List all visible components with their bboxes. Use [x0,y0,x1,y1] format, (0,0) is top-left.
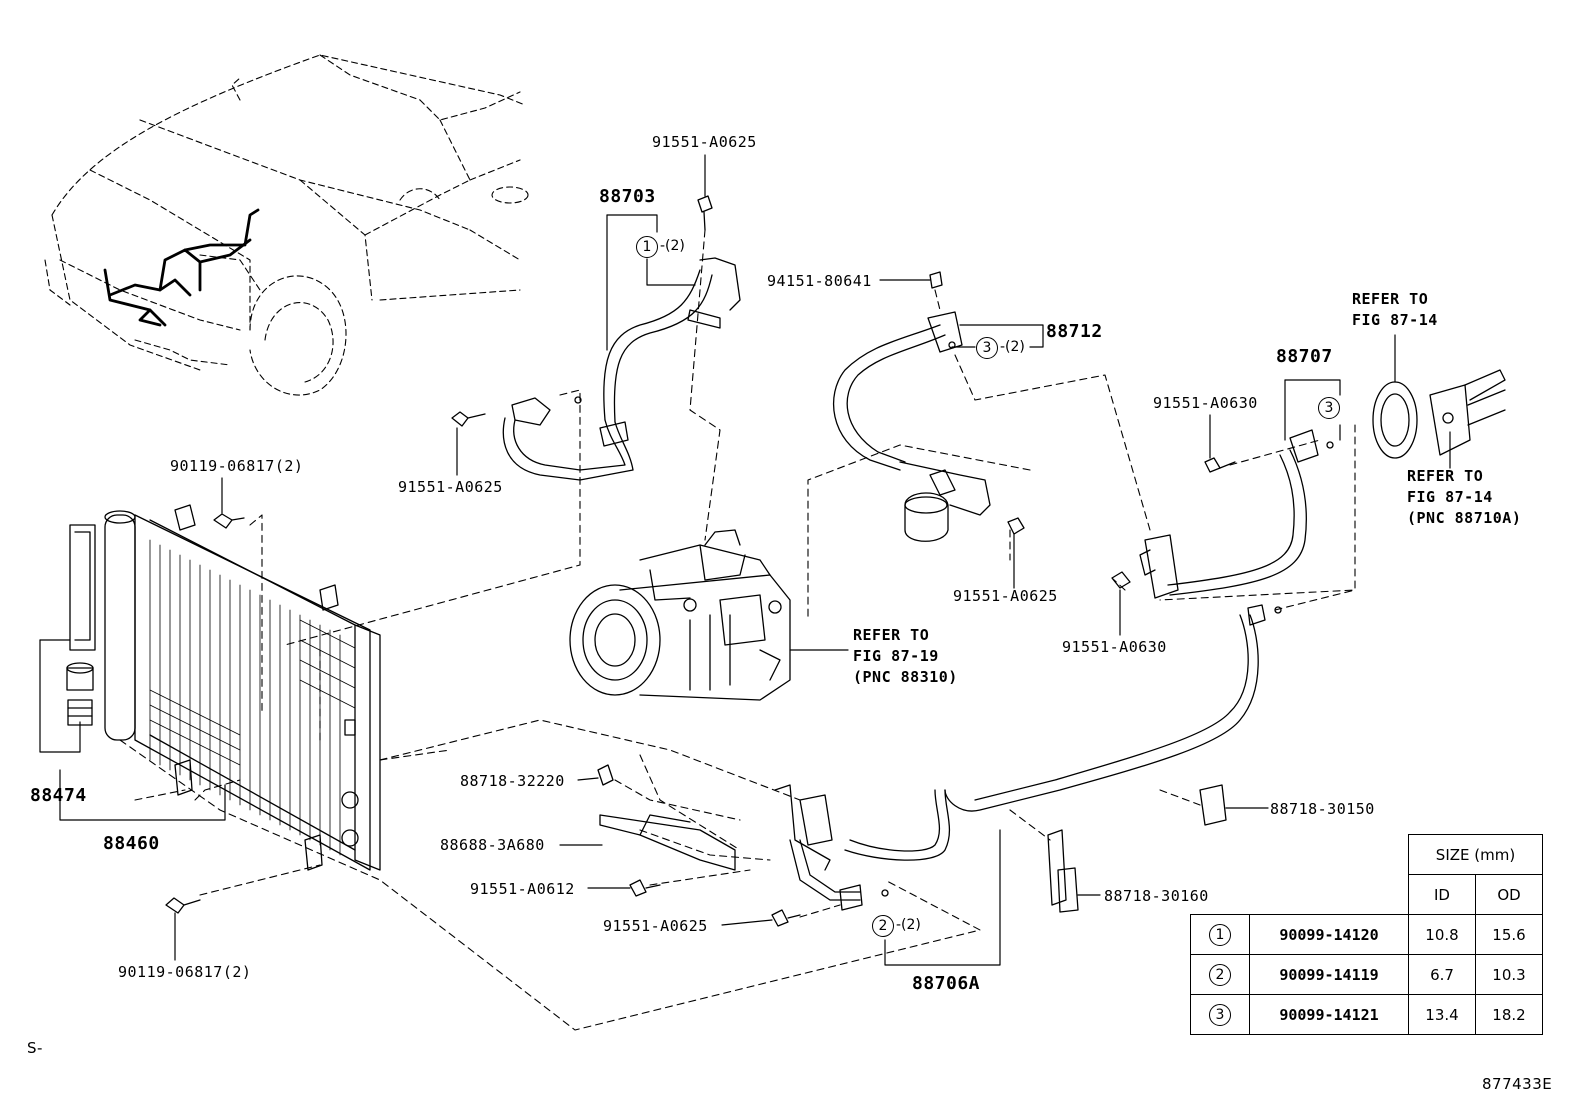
size-table-part-number[interactable]: 90099-14121 [1249,994,1409,1035]
part-label-91551-a0630-lower[interactable]: 91551-A0630 [1062,638,1167,656]
part-label-88703[interactable]: 88703 [599,186,656,207]
refer-note-compressor-line1: REFER TO [853,626,930,644]
refer-note-top-right-line2[interactable]: FIG 87-14 [1352,311,1438,329]
size-table-ref-circle: 3 [1209,1003,1231,1026]
callout-2: 2 [872,915,894,937]
refer-note-right-line3[interactable]: (PNC 88710A) [1407,509,1522,527]
part-label-88688-3a680[interactable]: 88688-3A680 [440,836,545,854]
callout-2-qty: -(2) [896,917,921,933]
part-label-88474[interactable]: 88474 [30,785,87,806]
part-label-88706a[interactable]: 88706A [912,973,981,994]
size-table-col-od: OD [1475,874,1543,915]
size-table-od-value: 15.6 [1475,914,1543,955]
part-label-88712[interactable]: 88712 [1046,321,1103,342]
part-label-91551-a0625-mid[interactable]: 91551-A0625 [953,587,1058,605]
part-label-91551-a0630-upper[interactable]: 91551-A0630 [1153,394,1258,412]
size-table-col-id: ID [1408,874,1476,915]
size-table-od-value: 18.2 [1475,994,1543,1035]
liquid-pipe-88706A [629,604,1282,927]
size-table-subheader-row: ID OD [1191,874,1543,915]
size-table-header-row: SIZE (mm) [1191,834,1543,875]
brackets [597,764,1227,913]
part-label-90119-06817-bottom[interactable]: 90119-06817(2) [118,963,252,981]
size-table-part-number[interactable]: 90099-14120 [1249,914,1409,955]
size-table-id-value: 13.4 [1408,994,1476,1035]
part-label-91551-a0612[interactable]: 91551-A0612 [470,880,575,898]
size-table-ref-circle: 2 [1209,963,1231,986]
callout-1: 1 [636,236,658,258]
part-label-90119-06817-top[interactable]: 90119-06817(2) [170,457,304,475]
size-table-row: 3 90099-14121 13.4 18.2 [1190,994,1543,1035]
o-ring-size-table: SIZE (mm) ID OD 1 90099-14120 10.8 15.6 … [1190,834,1543,1035]
refer-note-right-line1: REFER TO [1407,467,1484,485]
refer-note-right-line2[interactable]: FIG 87-14 [1407,488,1493,506]
callout-3b: 3 [1318,397,1340,419]
compressor-illustration [569,529,791,701]
diagram-id: 877433E [1482,1075,1553,1093]
part-label-88460[interactable]: 88460 [103,833,160,854]
callout-3: 3 [976,337,998,359]
size-table-row: 1 90099-14120 10.8 15.6 [1190,914,1543,955]
part-label-88718-30160[interactable]: 88718-30160 [1104,887,1209,905]
size-table-od-value: 10.3 [1475,954,1543,995]
footer-left-code: S- [27,1039,43,1057]
suction-hose-88712 [833,271,1025,542]
refer-note-compressor-line3[interactable]: (PNC 88310) [853,668,958,686]
vehicle-location-illustration [44,54,529,396]
part-label-91551-a0625-top[interactable]: 91551-A0625 [652,133,757,151]
discharge-hose-88703 [451,195,741,481]
part-label-88707[interactable]: 88707 [1276,346,1333,367]
part-label-91551-a0625-bottom[interactable]: 91551-A0625 [603,917,708,935]
size-table-id-value: 10.8 [1408,914,1476,955]
part-label-91551-a0625-left[interactable]: 91551-A0625 [398,478,503,496]
part-label-88718-32220[interactable]: 88718-32220 [460,772,565,790]
size-table-ref-circle: 1 [1209,923,1231,946]
part-label-94151-80641[interactable]: 94151-80641 [767,272,872,290]
callout-1-qty: -(2) [660,238,685,254]
pipe-88707 [1111,369,1506,599]
callout-3-qty: -(2) [1000,339,1025,355]
part-label-88718-30150[interactable]: 88718-30150 [1270,800,1375,818]
size-table-row: 2 90099-14119 6.7 10.3 [1190,954,1543,995]
size-table-id-value: 6.7 [1408,954,1476,995]
size-table-part-number[interactable]: 90099-14119 [1249,954,1409,995]
size-table-title: SIZE (mm) [1408,834,1543,875]
refer-note-compressor-line2[interactable]: FIG 87-19 [853,647,939,665]
refer-note-top-right-line1: REFER TO [1352,290,1429,308]
